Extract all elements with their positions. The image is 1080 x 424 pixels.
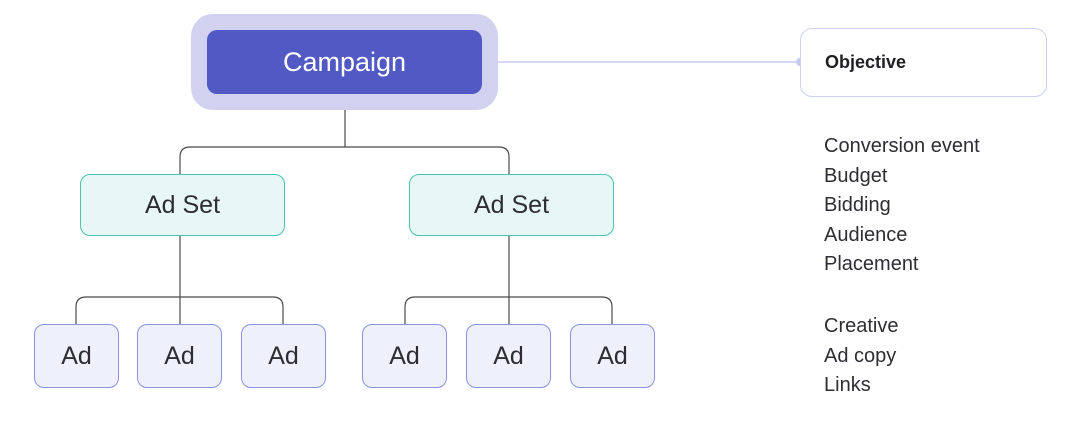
ad-setting-item: Creative bbox=[824, 315, 899, 337]
ad-label: Ad bbox=[389, 341, 420, 370]
adset-setting-item: Audience bbox=[824, 223, 908, 246]
ad-label: Ad bbox=[493, 341, 524, 370]
ad-node: Ad bbox=[570, 324, 655, 388]
ad-node: Ad bbox=[466, 324, 551, 388]
adset-setting-item: Conversion event bbox=[824, 135, 980, 157]
ad-set-node-2: Ad Set bbox=[409, 174, 614, 236]
ad-set-label: Ad Set bbox=[144, 190, 221, 219]
ad-set-label: Ad Set bbox=[473, 190, 550, 219]
adset-settings-list: Conversion event Budget Bidding Audience… bbox=[824, 132, 980, 280]
adset-setting-item: Budget bbox=[824, 164, 888, 187]
objective-label: Objective bbox=[825, 52, 907, 72]
ad-node: Ad bbox=[241, 324, 326, 388]
ad-node: Ad bbox=[362, 324, 447, 388]
ad-label: Ad bbox=[61, 341, 92, 370]
campaign-label: Campaign bbox=[282, 46, 407, 77]
objective-box: Objective bbox=[800, 28, 1047, 97]
ad-label: Ad bbox=[268, 341, 299, 370]
ad-node: Ad bbox=[34, 324, 119, 388]
ad-label: Ad bbox=[597, 341, 628, 370]
ad-setting-item: Ad copy bbox=[824, 344, 897, 367]
ad-set-node-1: Ad Set bbox=[80, 174, 285, 236]
campaign-node: Campaign bbox=[207, 30, 482, 94]
ad-node: Ad bbox=[137, 324, 222, 388]
adset-setting-item: Placement bbox=[824, 253, 919, 275]
ad-setting-item: Links bbox=[824, 374, 871, 396]
adset-setting-item: Bidding bbox=[824, 194, 891, 216]
ad-settings-list: Creative Ad copy Links bbox=[824, 312, 898, 401]
adset-1-to-ads-connector bbox=[75, 236, 284, 324]
ad-label: Ad bbox=[164, 341, 195, 370]
adset-2-to-ads-connector bbox=[404, 236, 613, 324]
